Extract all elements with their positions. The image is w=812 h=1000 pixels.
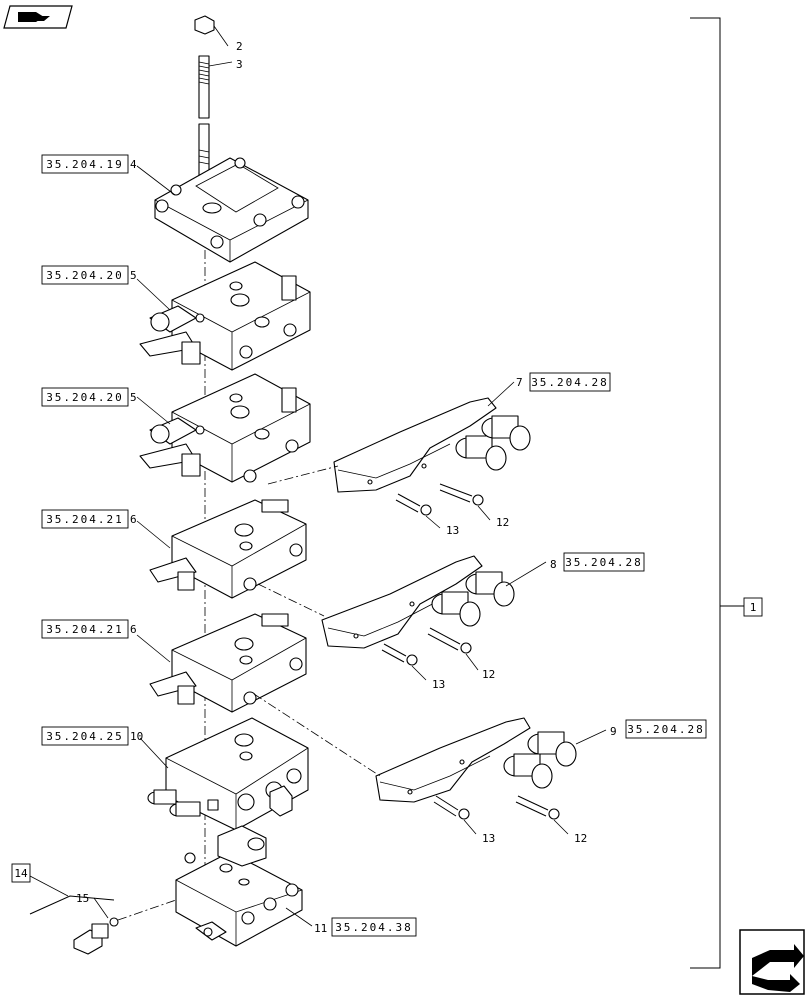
ref-35-204-25[interactable]: 35.204.25 [46, 730, 124, 743]
label-15: 15 [76, 892, 89, 905]
ref-35-204-20-b[interactable]: 35.204.20 [46, 391, 124, 404]
ref-35-204-20-a[interactable]: 35.204.20 [46, 269, 124, 282]
valve-section-part-5-lower: 35.204.20 5 [41, 373, 311, 483]
label-10: 10 [130, 730, 143, 743]
label-1: 1 [750, 601, 757, 614]
label-6-b: 6 [130, 623, 137, 636]
forward-arrow-icon [752, 944, 804, 992]
screw-part-13-c: 13 [433, 795, 495, 845]
assembly-bracket: 1 [690, 17, 763, 969]
ref-35-204-19[interactable]: 35.204.19 [46, 158, 124, 171]
label-5-a: 5 [130, 269, 137, 282]
coupler-block-part-9: 9 35.204.28 [253, 693, 707, 803]
ref-35-204-21-a[interactable]: 35.204.21 [46, 513, 124, 526]
screw-part-13-a: 13 [395, 493, 459, 537]
label-12-b: 12 [482, 668, 495, 681]
coupler-block-part-8: 8 35.204.28 [257, 552, 645, 649]
label-12-c: 12 [574, 832, 587, 845]
stud-part-3: 3 [198, 55, 243, 177]
label-9: 9 [610, 725, 617, 738]
label-5-b: 5 [130, 391, 137, 404]
valve-section-part-6-lower: 35.204.21 6 [41, 613, 307, 713]
nut-part-2: 2 [194, 15, 243, 53]
label-11: 11 [314, 922, 327, 935]
screw-part-12-b: 12 [427, 627, 495, 681]
screw-part-12-a: 12 [439, 483, 509, 529]
label-13-a: 13 [446, 524, 459, 537]
ref-35-204-38[interactable]: 35.204.38 [335, 921, 413, 934]
fitting-part-14-15: 14 15 [11, 863, 177, 955]
label-13-b: 13 [432, 678, 445, 691]
ref-35-204-21-b[interactable]: 35.204.21 [46, 623, 124, 636]
label-14: 14 [14, 867, 28, 880]
screw-part-12-c: 12 [515, 795, 587, 845]
label-7: 7 [516, 376, 523, 389]
ref-35-204-28-a[interactable]: 35.204.28 [531, 376, 609, 389]
label-13-c: 13 [482, 832, 495, 845]
label-8: 8 [550, 558, 557, 571]
valve-section-part-5-upper: 35.204.20 5 [41, 261, 311, 371]
back-navigation-button[interactable] [3, 5, 73, 29]
back-arrow-icon [18, 12, 50, 22]
coupler-block-part-7: 7 35.204.28 [267, 372, 611, 493]
screw-part-13-b: 13 [381, 643, 445, 691]
label-6-a: 6 [130, 513, 137, 526]
ref-35-204-28-c[interactable]: 35.204.28 [627, 723, 705, 736]
valve-section-part-6-upper: 35.204.21 6 [41, 499, 307, 599]
valve-section-part-10: 35.204.25 10 [41, 717, 309, 831]
label-3: 3 [236, 58, 243, 71]
ref-35-204-28-b[interactable]: 35.204.28 [565, 556, 643, 569]
label-2: 2 [236, 40, 243, 53]
forward-navigation-button[interactable] [739, 929, 805, 995]
label-4: 4 [130, 158, 137, 171]
cover-plate-part-4: 35.204.19 4 [41, 154, 309, 263]
end-cover-part-11: 11 35.204.38 [175, 825, 417, 947]
label-12-a: 12 [496, 516, 509, 529]
